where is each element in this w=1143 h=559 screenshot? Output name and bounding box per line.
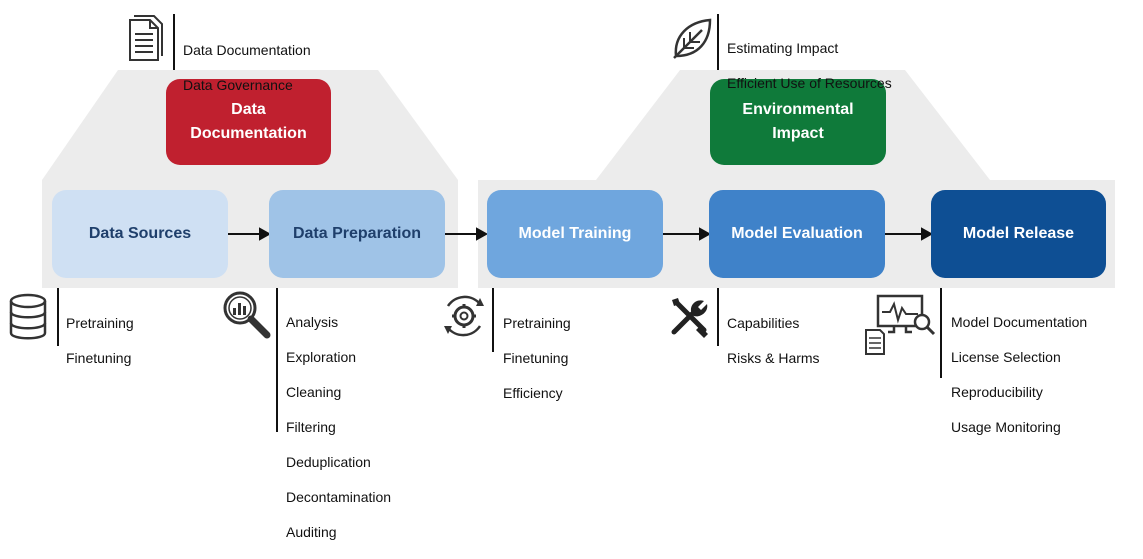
model-training-label: Model Training — [518, 225, 632, 242]
flow-arrows — [228, 227, 934, 241]
data-preparation-notes: Analysis Exploration Cleaning Filtering … — [286, 296, 391, 559]
gear-cycle-icon — [444, 295, 484, 337]
data-preparation-box: Data Preparation — [269, 190, 445, 278]
monitor-document-icon — [865, 294, 936, 355]
model-release-label: Model Release — [962, 225, 1075, 242]
note-item: Auditing — [286, 523, 337, 540]
tools-icon — [671, 298, 708, 338]
note-item: License Selection — [951, 348, 1061, 365]
note-item: Filtering — [286, 418, 336, 435]
data-sources-notes: Pretraining Finetuning — [66, 297, 134, 385]
magnifier-chart-icon — [223, 291, 271, 339]
note-item: Efficient Use of Resources — [727, 74, 892, 91]
model-training-notes: Pretraining Finetuning Efficiency — [503, 297, 571, 420]
model-release-notes: Model Documentation License Selection Re… — [951, 296, 1087, 454]
note-item: Estimating Impact — [727, 39, 839, 56]
note-item: Data Governance — [183, 76, 293, 93]
model-evaluation-notes: Capabilities Risks & Harms — [727, 297, 820, 385]
note-item: Data Documentation — [183, 41, 311, 58]
model-evaluation-box: Model Evaluation — [709, 190, 885, 278]
note-item: Capabilities — [727, 314, 800, 331]
note-item: Finetuning — [503, 349, 569, 366]
model-evaluation-divider — [717, 288, 719, 346]
note-item: Pretraining — [503, 314, 571, 331]
note-item: Decontamination — [286, 488, 392, 505]
database-icon — [9, 293, 47, 340]
environmental-impact-label: Environmental Impact — [742, 101, 854, 142]
data-preparation-label: Data Preparation — [292, 225, 422, 242]
model-release-box: Model Release — [931, 190, 1106, 278]
note-item: Reproducibility — [951, 383, 1043, 400]
environmental-impact-box: Environmental Impact — [710, 79, 886, 165]
data-sources-divider — [57, 288, 59, 346]
model-training-box: Model Training — [487, 190, 663, 278]
note-item: Finetuning — [66, 349, 132, 366]
data-documentation-box: Data Documentation — [166, 79, 331, 165]
note-item: Deduplication — [286, 453, 371, 470]
environmental-notes: Estimating Impact Efficient Use of Resou… — [727, 22, 892, 110]
note-item: Exploration — [286, 348, 357, 365]
model-evaluation-label: Model Evaluation — [731, 225, 863, 242]
documentation-divider — [173, 14, 175, 70]
model-release-divider — [940, 288, 942, 378]
data-preparation-divider — [276, 288, 278, 432]
note-item: Analysis — [286, 313, 339, 330]
data-sources-label: Data Sources — [88, 225, 192, 242]
model-training-divider — [492, 288, 494, 352]
note-item: Cleaning — [286, 383, 342, 400]
note-item: Efficiency — [503, 384, 563, 401]
note-item: Model Documentation — [951, 313, 1088, 330]
environmental-divider — [717, 14, 719, 70]
data-sources-box: Data Sources — [52, 190, 228, 278]
leaf-icon — [673, 18, 712, 59]
note-item: Pretraining — [66, 314, 134, 331]
data-documentation-label: Data Documentation — [190, 101, 307, 142]
note-item: Risks & Harms — [727, 349, 820, 366]
documentation-notes: Data Documentation Data Governance — [183, 24, 311, 112]
document-icon — [129, 15, 163, 61]
note-item: Usage Monitoring — [951, 418, 1061, 435]
